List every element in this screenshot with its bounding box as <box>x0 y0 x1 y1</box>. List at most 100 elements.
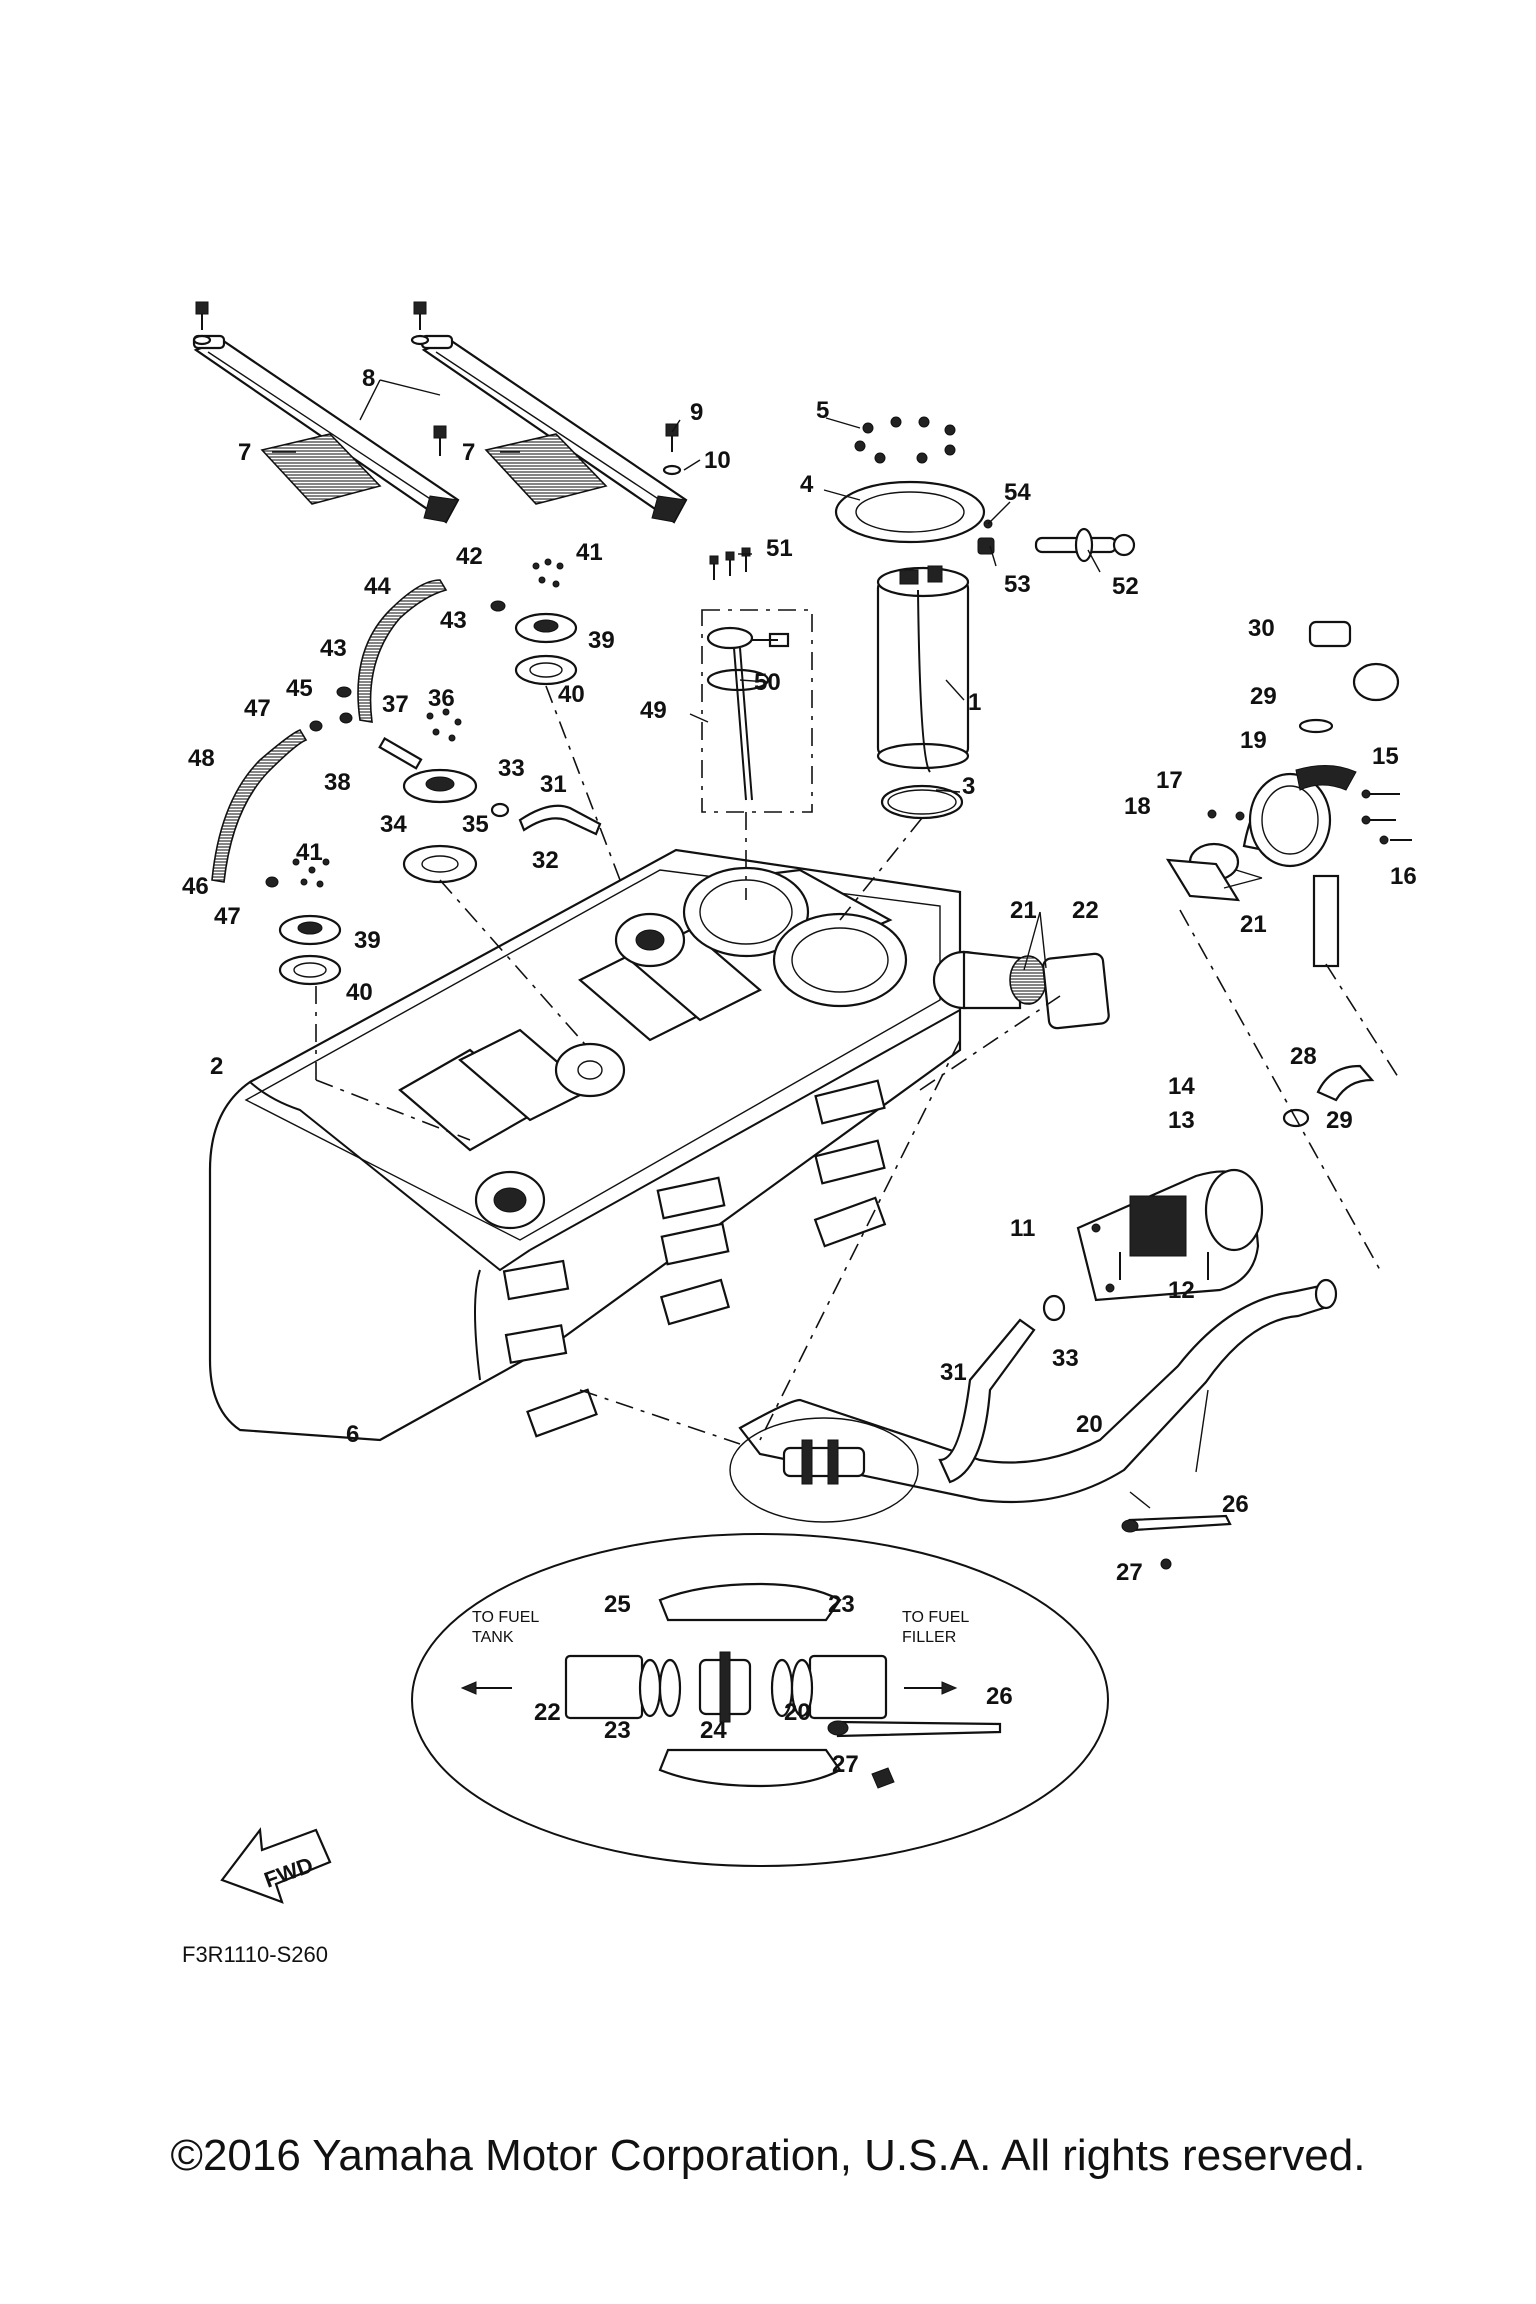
callout-34: 34 <box>380 811 407 838</box>
callout-11: 11 <box>1010 1215 1035 1242</box>
callout-40b: 40 <box>346 979 373 1006</box>
strap-bolts <box>192 301 682 476</box>
strap-right <box>420 334 688 524</box>
joint-inline <box>729 1417 919 1523</box>
callout-10: 10 <box>704 447 731 474</box>
callout-20a: 20 <box>1076 1411 1103 1438</box>
callout-6: 6 <box>346 1421 359 1448</box>
callout-54: 54 <box>1004 479 1031 506</box>
diagram-code: F3R1110-S260 <box>182 1942 328 1967</box>
flange-middle <box>402 708 478 884</box>
callout-22b: 22 <box>534 1699 561 1726</box>
callout-23a: 23 <box>828 1591 855 1618</box>
callout-42: 42 <box>456 543 483 570</box>
main-fill-hose <box>738 1278 1338 1504</box>
level-gauge <box>701 547 813 813</box>
tank-neck <box>932 950 1110 1030</box>
callout-25: 25 <box>604 1591 631 1618</box>
callout-35: 35 <box>462 811 489 838</box>
callout-12: 12 <box>1168 1277 1195 1304</box>
to-fuel-filler-line1: TO FUEL <box>902 1609 969 1626</box>
callout-41a: 41 <box>576 539 603 566</box>
callout-51: 51 <box>766 535 793 562</box>
callouts: 1 2 3 4 5 6 7 7 8 9 10 11 12 13 14 15 16… <box>182 365 1417 1778</box>
callout-14: 14 <box>1168 1073 1195 1100</box>
callout-3: 3 <box>962 773 975 800</box>
callout-24: 24 <box>700 1717 727 1744</box>
flange-upper <box>514 558 578 686</box>
callout-18: 18 <box>1124 793 1151 820</box>
callout-41b: 41 <box>296 839 323 866</box>
callout-26a: 26 <box>1222 1491 1249 1518</box>
callout-31b: 31 <box>940 1359 967 1386</box>
hose-joint-detail <box>411 1533 1109 1867</box>
callout-26b: 26 <box>986 1683 1013 1710</box>
callout-17: 17 <box>1156 767 1183 794</box>
callout-8: 8 <box>362 365 375 392</box>
callout-45: 45 <box>286 675 313 702</box>
callout-30: 30 <box>1248 615 1275 642</box>
callout-9: 9 <box>690 399 703 426</box>
callout-53: 53 <box>1004 571 1031 598</box>
fuel-tank <box>208 848 962 1442</box>
fwd-arrow-icon: FWD <box>220 1827 332 1904</box>
hoses-left <box>211 579 602 888</box>
callout-52: 52 <box>1112 573 1139 600</box>
callout-27a: 27 <box>1116 1559 1143 1586</box>
callout-19: 19 <box>1240 727 1267 754</box>
clamp-strap <box>1121 1514 1232 1570</box>
callout-43b: 43 <box>320 635 347 662</box>
callout-31a: 31 <box>540 771 567 798</box>
callout-28: 28 <box>1290 1043 1317 1070</box>
callout-44: 44 <box>364 573 391 600</box>
callout-40a: 40 <box>558 681 585 708</box>
callout-4: 4 <box>800 471 814 498</box>
callout-49: 49 <box>640 697 667 724</box>
callout-29a: 29 <box>1250 683 1277 710</box>
fuel-filter <box>1076 1168 1264 1302</box>
callout-33b: 33 <box>1052 1345 1079 1372</box>
callout-39b: 39 <box>354 927 381 954</box>
callout-7a: 7 <box>238 439 251 466</box>
callout-47b: 47 <box>214 903 241 930</box>
leader-lines <box>315 685 1401 1509</box>
fuel-sender <box>876 565 970 820</box>
callout-37: 37 <box>382 691 409 718</box>
to-fuel-filler-line2: FILLER <box>902 1629 956 1646</box>
copyright-footer: ©2016 Yamaha Motor Corporation, U.S.A. A… <box>171 2131 1366 2180</box>
callout-27b: 27 <box>832 1751 859 1778</box>
callout-50: 50 <box>754 669 781 696</box>
callout-1: 1 <box>968 689 981 716</box>
callout-2: 2 <box>210 1053 223 1080</box>
callout-21a: 21 <box>1010 897 1037 924</box>
callout-32: 32 <box>532 847 559 874</box>
callout-33a: 33 <box>498 755 525 782</box>
filler-assembly <box>1165 620 1412 968</box>
callout-13: 13 <box>1168 1107 1195 1134</box>
callout-43a: 43 <box>440 607 467 634</box>
callout-23b: 23 <box>604 1717 631 1744</box>
to-fuel-tank-line1: TO FUEL <box>472 1609 539 1626</box>
callout-39a: 39 <box>588 627 615 654</box>
callout-38: 38 <box>324 769 351 796</box>
detail-labels: TO FUEL TANK TO FUEL FILLER <box>472 1609 969 1646</box>
callout-leaders <box>272 379 1263 971</box>
callout-36: 36 <box>428 685 455 712</box>
vent-assembly <box>977 519 1136 563</box>
callout-47a: 47 <box>244 695 271 722</box>
to-fuel-tank-line2: TANK <box>472 1629 514 1646</box>
callout-20b: 20 <box>784 1699 811 1726</box>
retaining-ring <box>834 416 986 544</box>
callout-16: 16 <box>1390 863 1417 890</box>
callout-5: 5 <box>816 397 829 424</box>
strap-left <box>192 334 460 524</box>
callout-7b: 7 <box>462 439 475 466</box>
callout-22a: 22 <box>1072 897 1099 924</box>
flange-lower <box>278 858 342 986</box>
callout-21b: 21 <box>1240 911 1267 938</box>
callout-29b: 29 <box>1326 1107 1353 1134</box>
callout-15: 15 <box>1372 743 1399 770</box>
callout-46: 46 <box>182 873 209 900</box>
callout-48: 48 <box>188 745 215 772</box>
